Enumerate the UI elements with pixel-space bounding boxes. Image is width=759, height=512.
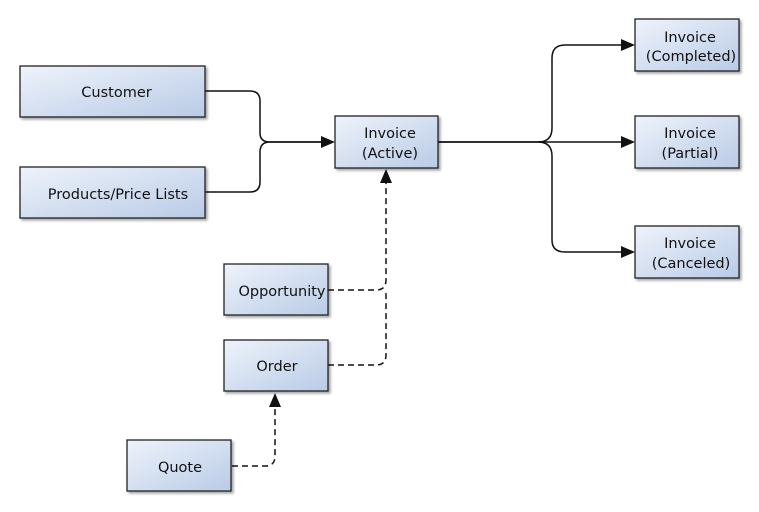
node-invoice-partial[interactable]: Invoice (Partial) xyxy=(634,115,740,169)
arrowhead-invoice-completed xyxy=(621,39,635,51)
node-order[interactable]: Order xyxy=(223,339,329,392)
arrowhead-order-bottom xyxy=(269,393,281,407)
node-invoice-canceled-line2: (Canceled) xyxy=(652,256,731,272)
node-invoice-canceled-line1: Invoice xyxy=(664,236,716,252)
arrowhead-invoice-canceled xyxy=(621,246,635,258)
node-invoice-active-line2: (Active) xyxy=(362,146,418,162)
edge-customer-to-invoice-active xyxy=(205,90,322,143)
edge-invoice-active-to-canceled xyxy=(537,141,622,253)
edge-quote-to-order xyxy=(232,406,276,467)
node-opportunity-label: Opportunity xyxy=(238,284,325,300)
arrowhead-invoice-active-bottom xyxy=(380,169,392,183)
node-invoice-partial-line1: Invoice xyxy=(664,126,716,142)
node-invoice-partial-line2: (Partial) xyxy=(662,146,719,162)
edge-opportunity-to-invoice-active xyxy=(328,182,387,291)
node-invoice-active-line1: Invoice xyxy=(364,126,416,142)
node-products-price-lists-label: Products/Price Lists xyxy=(48,187,188,203)
edge-order-to-invoice-active xyxy=(328,290,387,366)
arrowhead-invoice-active-left xyxy=(321,136,335,148)
node-invoice-completed-line2: (Completed) xyxy=(646,49,736,65)
node-order-label: Order xyxy=(256,359,297,375)
node-invoice-completed[interactable]: Invoice (Completed) xyxy=(634,18,740,72)
node-quote-label: Quote xyxy=(158,460,202,476)
edge-products-to-invoice-active xyxy=(205,141,322,193)
edge-invoice-active-to-completed xyxy=(438,44,622,143)
node-customer[interactable]: Customer xyxy=(19,65,206,118)
node-invoice-active[interactable]: Invoice (Active) xyxy=(334,115,439,169)
node-opportunity[interactable]: Opportunity xyxy=(223,263,329,316)
node-products-price-lists[interactable]: Products/Price Lists xyxy=(19,166,206,219)
node-invoice-canceled[interactable]: Invoice (Canceled) xyxy=(634,225,740,279)
edges xyxy=(205,39,635,467)
arrowhead-invoice-partial xyxy=(621,136,635,148)
node-customer-label: Customer xyxy=(81,85,151,101)
node-quote[interactable]: Quote xyxy=(126,439,232,492)
node-invoice-completed-line1: Invoice xyxy=(664,30,716,46)
